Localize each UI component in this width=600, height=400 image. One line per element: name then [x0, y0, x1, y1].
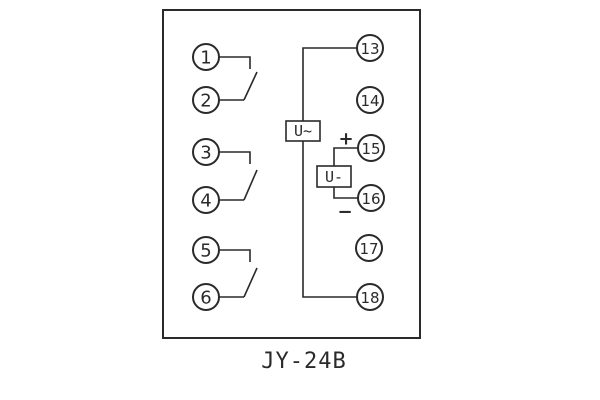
dc-minus-wire: [333, 187, 358, 199]
terminal-5: 5: [192, 236, 220, 264]
ac-coil-bus-wire: [302, 47, 357, 298]
terminal-4: 4: [192, 186, 220, 214]
contact-group-5-6: [219, 249, 258, 298]
terminal-13-circle: [356, 34, 384, 62]
contact-1-fixed-wire: [219, 56, 251, 69]
dc-coil-box: [316, 165, 352, 188]
contact-3-4-blade: [243, 169, 258, 201]
terminal-15-circle: [357, 134, 385, 162]
terminal-5-number: 5: [200, 241, 211, 262]
terminal-6-number: 6: [200, 288, 211, 309]
terminal-16-circle: [357, 184, 385, 212]
terminal-6-circle: [192, 283, 220, 311]
terminal-15: 15: [357, 134, 385, 162]
terminal-18-number: 18: [360, 289, 379, 307]
terminal-17-number: 17: [359, 240, 378, 258]
terminal-6: 6: [192, 283, 220, 311]
terminal-18: 18: [356, 283, 384, 311]
terminal-15-number: 15: [361, 140, 380, 158]
terminal-2-circle: [192, 86, 220, 114]
terminal-1-number: 1: [200, 48, 211, 69]
contact-3-fixed-wire: [219, 151, 251, 164]
coil-wiring: U~ U- + −: [285, 47, 358, 298]
terminal-1: 1: [192, 43, 220, 71]
terminal-14-circle: [356, 86, 384, 114]
terminal-4-number: 4: [200, 191, 211, 212]
terminal-16: 16: [357, 184, 385, 212]
terminal-3-circle: [192, 138, 220, 166]
terminal-5-circle: [192, 236, 220, 264]
model-caption: JY-24B: [261, 349, 346, 374]
terminal-1-circle: [192, 43, 220, 71]
relay-case-outline: [162, 9, 421, 339]
dc-coil-label: U-: [325, 168, 343, 186]
terminal-13-number: 13: [360, 40, 379, 58]
contact-5-6-blade: [243, 267, 258, 298]
terminal-17: 17: [355, 234, 383, 262]
ac-coil-box: [285, 120, 321, 142]
dc-plus-wire: [333, 147, 358, 166]
terminal-3-number: 3: [200, 143, 211, 164]
terminal-14-number: 14: [360, 92, 379, 110]
terminal-13: 13: [356, 34, 384, 62]
terminal-2-number: 2: [200, 91, 211, 112]
ac-coil-label: U~: [294, 122, 312, 140]
contact-group-1-2: [219, 56, 258, 101]
terminal-17-circle: [355, 234, 383, 262]
plus-sign: +: [338, 129, 353, 150]
contact-group-3-4: [219, 151, 258, 201]
terminal-14: 14: [356, 86, 384, 114]
contact-5-fixed-wire: [219, 249, 251, 262]
terminal-16-number: 16: [361, 190, 380, 208]
terminal-3: 3: [192, 138, 220, 166]
contact-1-2-blade: [243, 71, 258, 101]
minus-sign: −: [337, 202, 352, 223]
terminal-18-circle: [356, 283, 384, 311]
terminal-2: 2: [192, 86, 220, 114]
terminal-4-circle: [192, 186, 220, 214]
